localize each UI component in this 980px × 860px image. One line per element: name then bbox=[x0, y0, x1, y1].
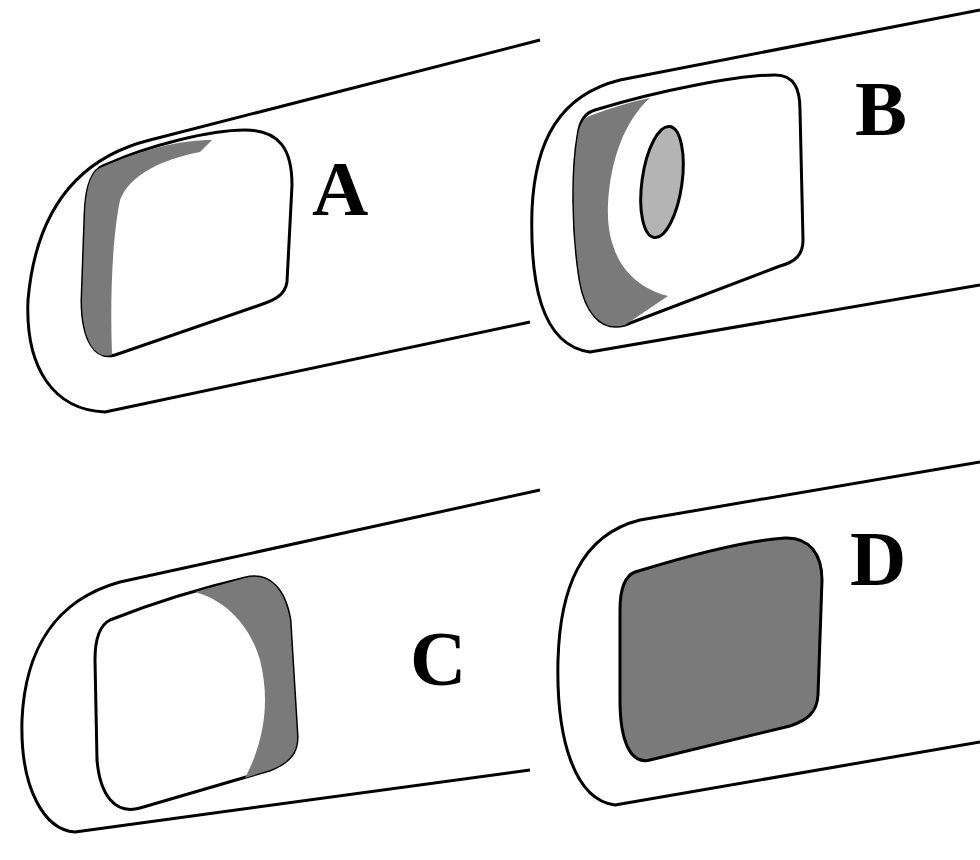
nail-outline bbox=[574, 75, 803, 326]
finger-outline bbox=[532, 10, 980, 352]
nail-outline bbox=[82, 130, 292, 356]
finger-outline bbox=[22, 490, 540, 832]
finger-outline bbox=[28, 40, 540, 412]
shaded-spot bbox=[634, 124, 689, 240]
nail-outline bbox=[95, 577, 297, 810]
shaded-crescent bbox=[82, 140, 212, 356]
panel-letter: A bbox=[312, 150, 368, 228]
shaded-crescent bbox=[195, 577, 297, 778]
panel-letter: C bbox=[410, 620, 466, 698]
finger-outline bbox=[558, 462, 980, 805]
panel-letter: D bbox=[850, 520, 906, 598]
nail-shaded bbox=[620, 538, 822, 761]
panel-letter: B bbox=[855, 70, 907, 148]
